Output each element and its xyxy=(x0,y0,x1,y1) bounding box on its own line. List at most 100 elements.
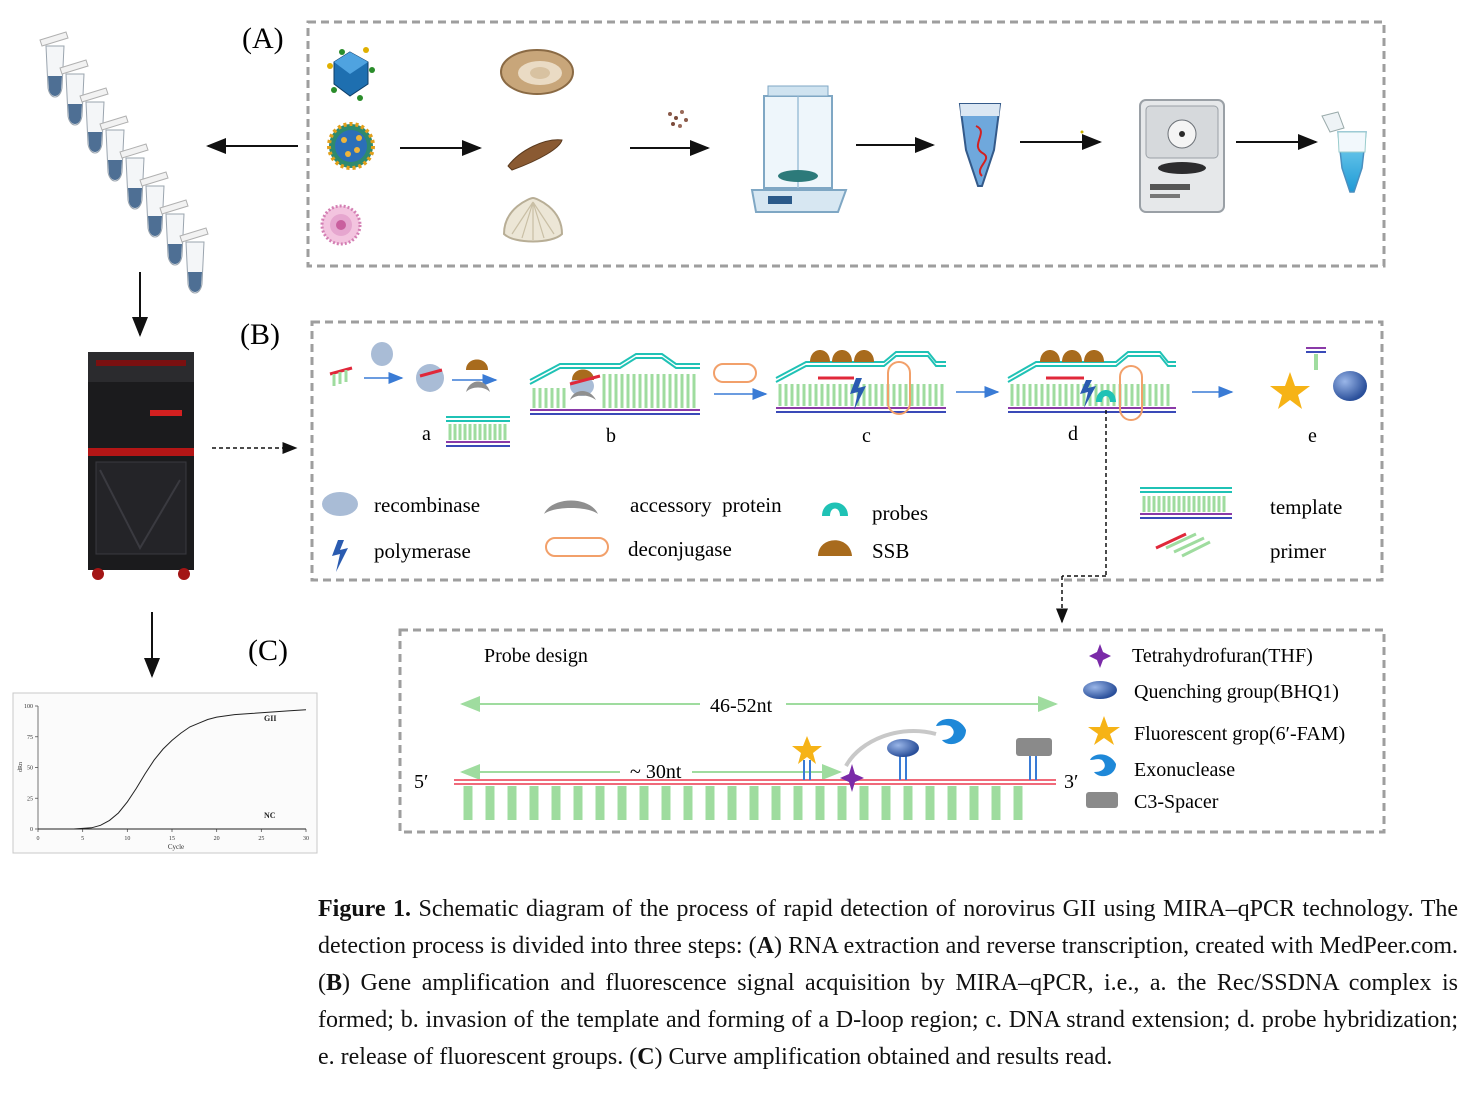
rna-tube-icon xyxy=(958,103,1002,187)
caption-text-3: ) Gene amplification and fluorescence si… xyxy=(318,970,1458,1070)
legend-primer-icon xyxy=(1155,532,1211,558)
legend-ssb-icon xyxy=(818,540,852,556)
legend-quencher-icon xyxy=(1083,681,1117,699)
cleavage-arc xyxy=(844,729,937,768)
five-prime-end: 5′ xyxy=(414,771,428,793)
legend-thf-icon xyxy=(1089,644,1111,668)
legend-recombinase-icon xyxy=(322,492,358,516)
bhq1-attachment xyxy=(887,739,919,780)
probe-bases xyxy=(463,786,1023,820)
x-axis-label: Cycle xyxy=(168,843,184,851)
legend-polymerase-label: polymerase xyxy=(374,539,471,563)
legend-template-icon xyxy=(1140,487,1232,519)
legend-quencher-label: Quenching group(BHQ1) xyxy=(1134,681,1339,703)
legend-ssb-label: SSB xyxy=(872,539,909,563)
caption-bold-b: B xyxy=(326,970,343,996)
legend-polymerase-icon xyxy=(332,540,348,572)
x-tick-label: 30 xyxy=(303,836,309,842)
clam-meat-icon xyxy=(507,139,563,171)
analytical-balance-icon xyxy=(750,85,848,213)
panel-label-a: (A) xyxy=(242,22,284,55)
length-total-label: 46-52nt xyxy=(710,695,773,717)
sample-particles-icon xyxy=(668,110,688,128)
caption-bold-a: A xyxy=(756,933,775,959)
series-label-gii: GII xyxy=(264,714,276,723)
probe-design-title: Probe design xyxy=(484,645,588,667)
step-d-diagram xyxy=(1007,350,1176,421)
legend-accessory-protein-icon xyxy=(544,500,598,514)
oyster-icon xyxy=(500,49,574,95)
legend-c3-spacer-icon xyxy=(1086,792,1118,808)
x-tick-label: 0 xyxy=(37,836,40,842)
legend-c3-spacer-label: C3-Spacer xyxy=(1134,791,1219,813)
caption-text-4: ) Curve amplification obtained and resul… xyxy=(654,1044,1113,1070)
thf-site xyxy=(840,764,864,792)
series-label-nc: NC xyxy=(264,811,276,820)
virus-icon-1 xyxy=(327,47,375,101)
caption-bold-c: C xyxy=(637,1044,655,1070)
fam-attachment xyxy=(792,736,822,780)
amplification-chart: 0 5 10 15 20 25 30 0 25 50 75 100 Cycle dRn GII NC xyxy=(12,692,318,854)
connector-d-to-probe-design xyxy=(1056,410,1107,624)
sample-dot xyxy=(1080,130,1084,134)
legend-fluor-label: Fluorescent grop(6′-FAM) xyxy=(1134,723,1345,745)
step-a-diagram xyxy=(329,342,510,447)
legend-template-label: template xyxy=(1270,495,1342,519)
cockle-shell-icon xyxy=(502,196,564,243)
x-tick-label: 25 xyxy=(258,836,264,842)
panel-c-frame xyxy=(398,628,1386,834)
step-c-diagram xyxy=(775,350,946,415)
legend-exonuclease-label: Exonuclease xyxy=(1134,759,1235,781)
x-tick-label: 20 xyxy=(214,836,220,842)
caption-text-2: ) RNA extraction and reverse transcripti… xyxy=(318,933,1458,996)
deconjugase-between-b-c xyxy=(713,363,757,383)
legend-primer-label: primer xyxy=(1270,539,1326,563)
virus-icon-3 xyxy=(320,204,362,246)
panel-label-b: (B) xyxy=(240,318,280,351)
legend-fluor-icon xyxy=(1088,716,1120,745)
centrifuge-icon xyxy=(1139,99,1225,213)
legend-deconjugase-label: deconjugase xyxy=(628,537,732,561)
caption-label: Figure 1. xyxy=(318,896,412,922)
series-line-gii xyxy=(38,709,307,830)
legend-probes-icon xyxy=(822,502,848,516)
legend-recombinase-label: recombinase xyxy=(374,493,480,517)
panel-a-frame xyxy=(306,20,1386,268)
y-axis-label: dRn xyxy=(18,762,24,772)
y-tick-label: 25 xyxy=(27,796,33,802)
virus-icon-2 xyxy=(327,122,375,170)
step-e-diagram xyxy=(1270,347,1367,409)
legend-deconjugase-icon xyxy=(545,537,609,557)
step-label-b: b xyxy=(606,425,616,447)
y-tick-label: 100 xyxy=(24,704,33,710)
partial-label-bg xyxy=(620,760,692,782)
legend-exonuclease-icon xyxy=(1090,754,1116,777)
legend-thf-label: Tetrahydrofuran(THF) xyxy=(1132,645,1313,667)
step-b-diagram xyxy=(529,353,700,415)
step-label-c: c xyxy=(862,425,871,447)
x-tick-label: 10 xyxy=(124,836,130,842)
panel-b-frame xyxy=(310,320,1384,582)
legend-accessory-protein-label: accessory protein xyxy=(630,493,782,517)
length-label-bg xyxy=(700,690,786,716)
step-label-a: a xyxy=(422,423,431,445)
legend-probes-label: probes xyxy=(872,501,928,525)
step-label-e: e xyxy=(1308,425,1317,447)
c3-spacer-attachment xyxy=(1016,738,1052,780)
exonuclease-on-probe xyxy=(936,718,966,745)
x-tick-label: 5 xyxy=(81,836,84,842)
three-prime-end: 3′ xyxy=(1064,771,1078,793)
panel-label-c: (C) xyxy=(248,634,288,667)
step-label-d: d xyxy=(1068,423,1078,445)
x-tick-label: 15 xyxy=(169,836,175,842)
pcr-tube-strip xyxy=(39,31,209,294)
y-tick-label: 75 xyxy=(27,735,33,741)
length-partial-label: ~ 30nt xyxy=(630,761,682,783)
figure-caption: Figure 1. Schematic diagram of the proce… xyxy=(318,891,1458,1076)
y-tick-label: 50 xyxy=(27,766,33,772)
caption-text-1: Schematic diagram of the process of rapi… xyxy=(318,896,1458,959)
qpcr-instrument-icon xyxy=(88,352,194,580)
y-tick-label: 0 xyxy=(30,827,33,833)
product-tube-icon xyxy=(1321,111,1367,193)
